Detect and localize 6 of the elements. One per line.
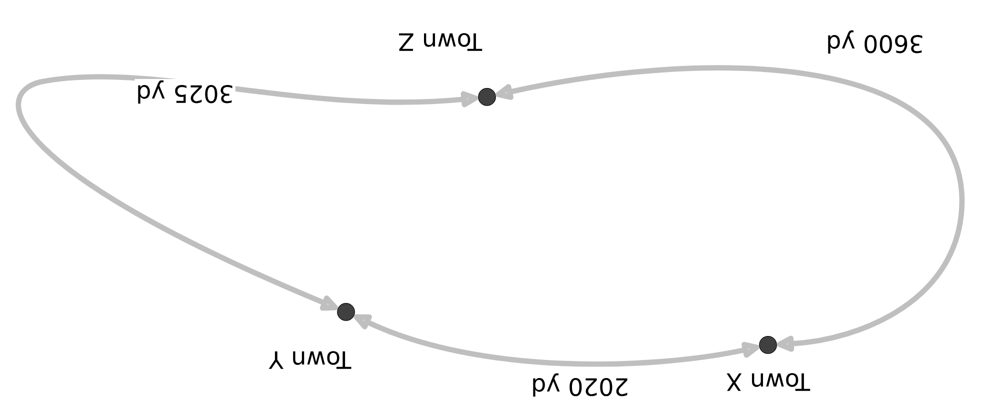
distance-label: 3600 yd — [824, 29, 926, 55]
road-arrow — [16, 74, 478, 311]
distance-label: 3025 yd — [134, 79, 236, 105]
road-arrow — [496, 65, 965, 352]
distance-label: 2020 yd — [530, 372, 630, 398]
road-arrow — [354, 314, 760, 367]
